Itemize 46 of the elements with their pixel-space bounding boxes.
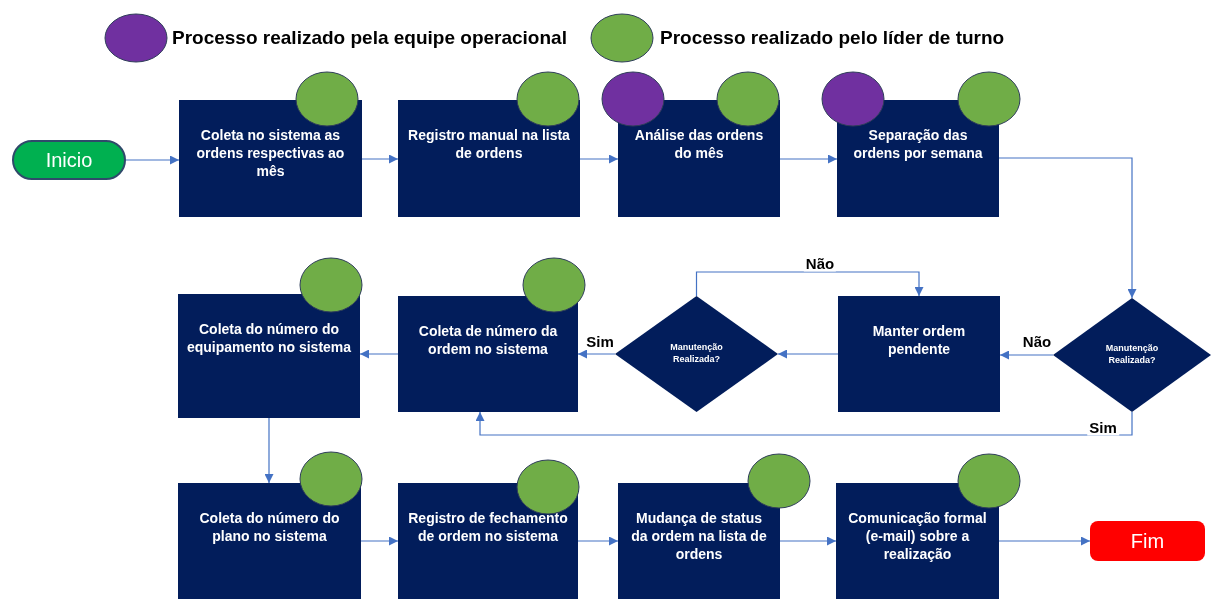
node-text: Separação das ordens por semana [852,126,984,163]
process-box [618,483,780,599]
arrow [360,536,399,546]
node-text: Coleta do número do plano no sistema [198,509,341,546]
decision-diamond [1053,298,1211,412]
node-text: Registro de fechamento de ordem no sistema [407,509,569,546]
arrow [579,154,619,164]
legend-text: Processo realizado pela equipe operacional [172,27,567,49]
node-text: Coleta de número da ordem no sistema [417,322,559,359]
process-box [398,483,578,599]
process-box [178,483,361,599]
arrow [779,536,837,546]
arrow [361,154,399,164]
arrow [998,157,1137,299]
node-text: Mudança de status da ordem na lista de ordens [630,509,768,564]
process-box [179,100,362,217]
arrow [125,155,180,165]
process-box [178,294,360,418]
arrow [695,271,924,297]
arrow [777,349,839,359]
legend-text: Processo realizado pelo líder de turno [660,27,1005,49]
arrow [475,411,1133,436]
node-text: Manutenção Realizada? [1104,343,1160,367]
process-box [838,296,1000,412]
process-box [398,296,578,412]
node-text: Análise das ordens do mês [633,126,765,163]
arrow [998,536,1091,546]
decision-diamond [615,296,778,412]
process-box [836,483,999,599]
node-text: Inicio [45,148,93,173]
node-text: Registro manual na lista de ordens [407,126,571,163]
arrow [577,349,616,359]
node-text: Manutenção Realizada? [669,342,724,366]
node-text: Comunicação formal (e-mail) sobre a realização [847,509,988,564]
arrow [264,417,274,484]
process-box [398,100,580,217]
arrow [999,350,1054,360]
node-text: Manter ordem pendente [871,322,967,359]
node-text: Coleta no sistema as ordens respectivas ao mês [195,126,346,181]
end-terminal [1090,521,1205,561]
start-terminal [12,140,126,180]
arrow [577,536,619,546]
node-text: Fim [1130,529,1165,554]
node-text: Coleta do número do equipamento no sistema [186,320,352,357]
arrow [359,349,399,359]
arrow [779,154,838,164]
